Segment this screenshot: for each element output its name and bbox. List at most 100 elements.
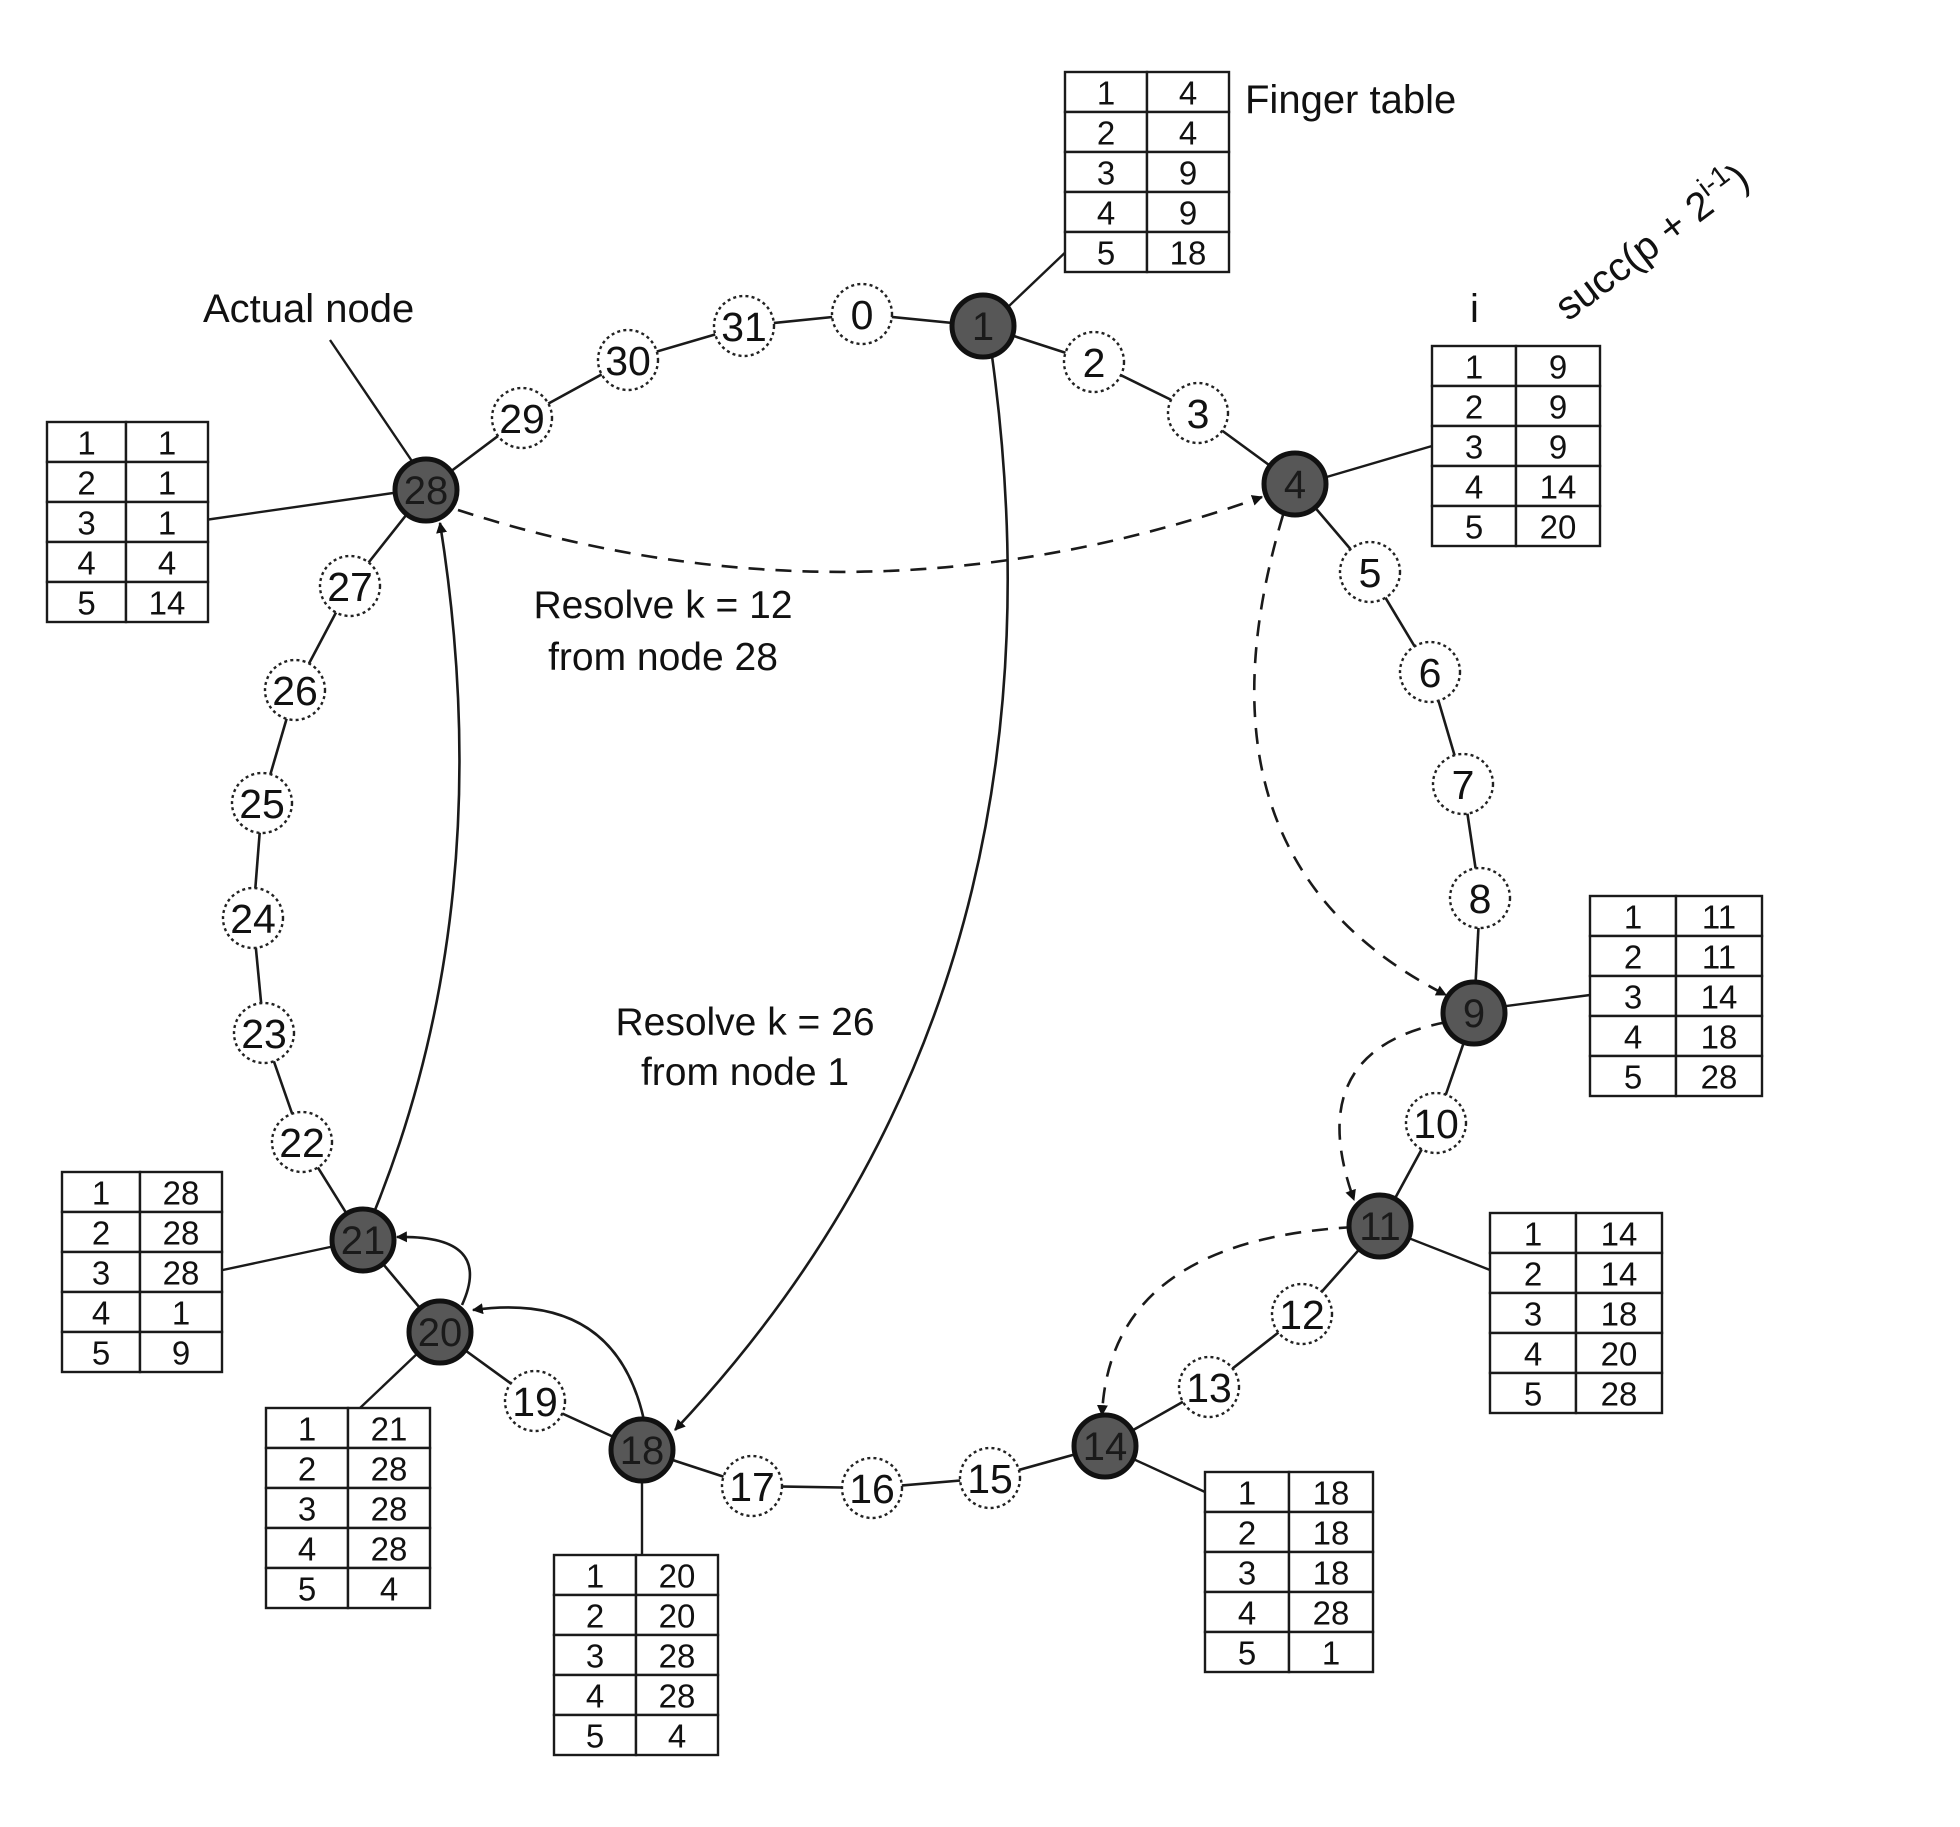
finger-table-cell bbox=[1674, 1014, 1764, 1058]
finger-table-index: 2 bbox=[586, 1598, 604, 1635]
finger-table-index: 5 bbox=[586, 1718, 604, 1755]
finger-table-successor: 28 bbox=[371, 1531, 408, 1568]
identifier-0: 0 bbox=[830, 282, 894, 346]
node-circle bbox=[608, 1416, 676, 1484]
finger-table-cell bbox=[346, 1566, 432, 1610]
finger-table-cell bbox=[1588, 1014, 1678, 1058]
finger-table-successor: 28 bbox=[163, 1175, 200, 1212]
finger-table-index: 2 bbox=[1238, 1515, 1256, 1552]
finger-table-cell bbox=[1287, 1550, 1375, 1594]
identifier-circle bbox=[503, 1369, 567, 1433]
finger-table-successor: 28 bbox=[659, 1638, 696, 1675]
finger-table-index: 1 bbox=[1097, 75, 1115, 112]
finger-table-successor: 9 bbox=[172, 1335, 190, 1372]
node-label: 11 bbox=[1359, 1205, 1401, 1249]
finger-table-successor: 28 bbox=[1313, 1595, 1350, 1632]
node-circle bbox=[1346, 1192, 1414, 1260]
node-label: 9 bbox=[1463, 992, 1485, 1036]
lookup-path-k12 bbox=[457, 495, 1448, 1417]
finger-table-index: 2 bbox=[1097, 115, 1115, 152]
finger-table-successor: 1 bbox=[1322, 1635, 1340, 1672]
actual-node-label: Actual node bbox=[203, 287, 414, 331]
finger-table-index: 1 bbox=[1465, 349, 1483, 386]
finger-table-index: 1 bbox=[586, 1558, 604, 1595]
identifier-circle bbox=[712, 294, 776, 358]
finger-table-index: 2 bbox=[1465, 389, 1483, 426]
identifier-label: 12 bbox=[1279, 1292, 1325, 1338]
finger-table-index: 4 bbox=[1097, 195, 1115, 232]
identifier-label: 3 bbox=[1187, 391, 1210, 437]
identifier-label: 27 bbox=[327, 564, 373, 610]
finger-table-index: 4 bbox=[1524, 1336, 1542, 1373]
finger-table-cell bbox=[138, 1170, 224, 1214]
finger-table-index: 1 bbox=[77, 425, 95, 462]
lookup-arrow-21-to-28 bbox=[373, 521, 461, 1211]
identifier-label: 19 bbox=[512, 1379, 558, 1425]
finger-table-cell bbox=[634, 1553, 720, 1597]
finger-table-cell bbox=[634, 1633, 720, 1677]
finger-table-index: 3 bbox=[298, 1491, 316, 1528]
identifier-circle bbox=[958, 1446, 1022, 1510]
identifier-circle bbox=[596, 328, 660, 392]
finger-table-cell bbox=[45, 500, 128, 544]
identifier-circle bbox=[318, 554, 382, 618]
identifier-circle bbox=[490, 386, 554, 450]
finger-table-cell bbox=[1488, 1251, 1578, 1295]
lookup-arrow-1-to-18 bbox=[674, 355, 1009, 1431]
actual-node-14: 14 bbox=[1071, 1412, 1139, 1480]
identifier-label: 7 bbox=[1452, 762, 1475, 808]
finger-table-cell bbox=[1488, 1291, 1578, 1335]
finger-table-successor: 11 bbox=[1702, 939, 1736, 976]
finger-table-label: Finger table bbox=[1245, 78, 1456, 122]
finger-table-index: 3 bbox=[92, 1255, 110, 1292]
finger-table-cell bbox=[60, 1170, 142, 1214]
finger-table-cell bbox=[1574, 1371, 1664, 1415]
identifier-24: 24 bbox=[221, 886, 285, 950]
identifier-circle bbox=[1338, 540, 1402, 604]
identifier-label: 30 bbox=[605, 338, 651, 384]
finger-table-index: 5 bbox=[77, 585, 95, 622]
finger-table-cell bbox=[1203, 1470, 1291, 1514]
finger-table-index: 5 bbox=[1238, 1635, 1256, 1672]
finger-table-index: 4 bbox=[1238, 1595, 1256, 1632]
finger-table-cell bbox=[1145, 110, 1231, 154]
finger-table-index: 5 bbox=[1465, 509, 1483, 546]
finger-table-cell bbox=[346, 1526, 432, 1570]
finger-table-cell bbox=[138, 1330, 224, 1374]
finger-table-cell bbox=[124, 580, 210, 624]
identifier-label: 2 bbox=[1083, 340, 1106, 386]
finger-table-successor: 4 bbox=[1179, 75, 1197, 112]
finger-table-index: 5 bbox=[1624, 1059, 1642, 1096]
node-circle bbox=[406, 1298, 474, 1366]
node-label: 4 bbox=[1284, 463, 1306, 507]
node-circle bbox=[1440, 979, 1508, 1047]
finger-table-successor: 20 bbox=[1540, 509, 1577, 546]
identifier-label: 17 bbox=[729, 1464, 775, 1510]
finger-table-successor: 28 bbox=[163, 1255, 200, 1292]
identifier-13: 13 bbox=[1177, 1355, 1241, 1419]
identifier-label: 24 bbox=[230, 896, 276, 942]
finger-table-index: 3 bbox=[1624, 979, 1642, 1016]
identifier-label: 13 bbox=[1186, 1365, 1232, 1411]
finger-table-cell bbox=[1430, 504, 1518, 548]
identifier-16: 16 bbox=[840, 1456, 904, 1520]
finger-table-successor: 28 bbox=[659, 1678, 696, 1715]
identifier-circle bbox=[1270, 1282, 1334, 1346]
finger-table-index: 4 bbox=[298, 1531, 316, 1568]
finger-table-successor: 4 bbox=[1179, 115, 1197, 152]
identifier-circle bbox=[1177, 1355, 1241, 1419]
